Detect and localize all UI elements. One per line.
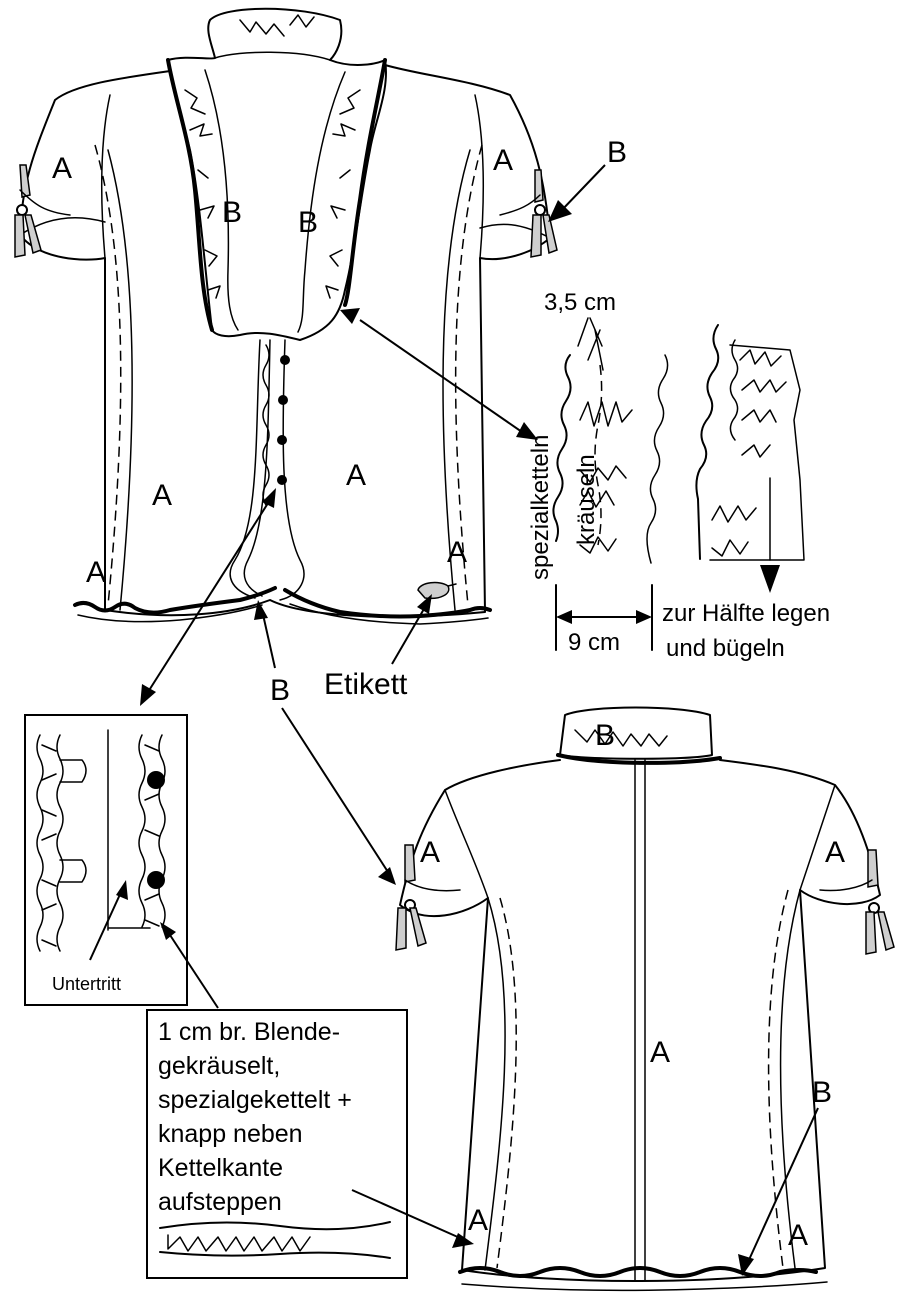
fold-instruction-line1: zur Hälfte legen (662, 600, 830, 627)
kraeuseln-label: kräuseln (573, 454, 600, 545)
measure-width-label: 3,5 cm (544, 289, 616, 316)
fold-instruction-line2: und bügeln (666, 635, 785, 662)
button-icon (147, 771, 165, 789)
label-b: B (298, 206, 318, 239)
label-b: B (607, 136, 627, 169)
label-a: A (468, 1204, 488, 1237)
label-b: B (222, 196, 242, 229)
note-line: 1 cm br. Blende- (158, 1018, 340, 1046)
label-a: A (447, 536, 467, 569)
label-a: A (420, 836, 440, 869)
label-a: A (152, 479, 172, 512)
label-a: A (788, 1219, 808, 1252)
button-icon (277, 475, 287, 485)
back-blouse-drawing (395, 706, 895, 1292)
sleeve-tie-icon (499, 169, 558, 258)
note-line: gekräuselt, (158, 1052, 280, 1080)
note-line: aufsteppen (158, 1188, 282, 1216)
note-line: Kettelkante (158, 1154, 283, 1182)
label-tag-icon (417, 581, 450, 600)
label-a: A (52, 152, 72, 185)
button-icon (278, 395, 288, 405)
sleeve-tie-icon (395, 844, 461, 951)
label-a: A (650, 1036, 670, 1069)
measure-depth-label: 9 cm (568, 629, 620, 656)
untertritt-label: Untertritt (52, 974, 121, 994)
label-b: B (595, 719, 615, 752)
etikett-label: Etikett (324, 668, 408, 701)
button-icon (277, 435, 287, 445)
sleeve-tie-icon (819, 849, 895, 955)
label-b: B (270, 674, 290, 707)
note-line: spezialgekettelt + (158, 1086, 352, 1114)
sleeve-tie-icon (14, 164, 71, 258)
placket-detail-drawing (24, 714, 188, 1006)
label-a: A (825, 836, 845, 869)
label-a: A (493, 144, 513, 177)
note-box: 1 cm br. Blende- gekräuselt, spezialgeke… (146, 1009, 408, 1279)
front-blouse-drawing (14, 7, 558, 625)
note-line: knapp neben (158, 1120, 303, 1148)
label-b: B (812, 1076, 832, 1109)
button-icon (280, 355, 290, 365)
label-a: A (86, 556, 106, 589)
label-a: A (346, 459, 366, 492)
button-icon (147, 871, 165, 889)
ruffle-detail-drawing (552, 324, 805, 651)
spezialketteln-label: spezialketteln (527, 435, 554, 580)
